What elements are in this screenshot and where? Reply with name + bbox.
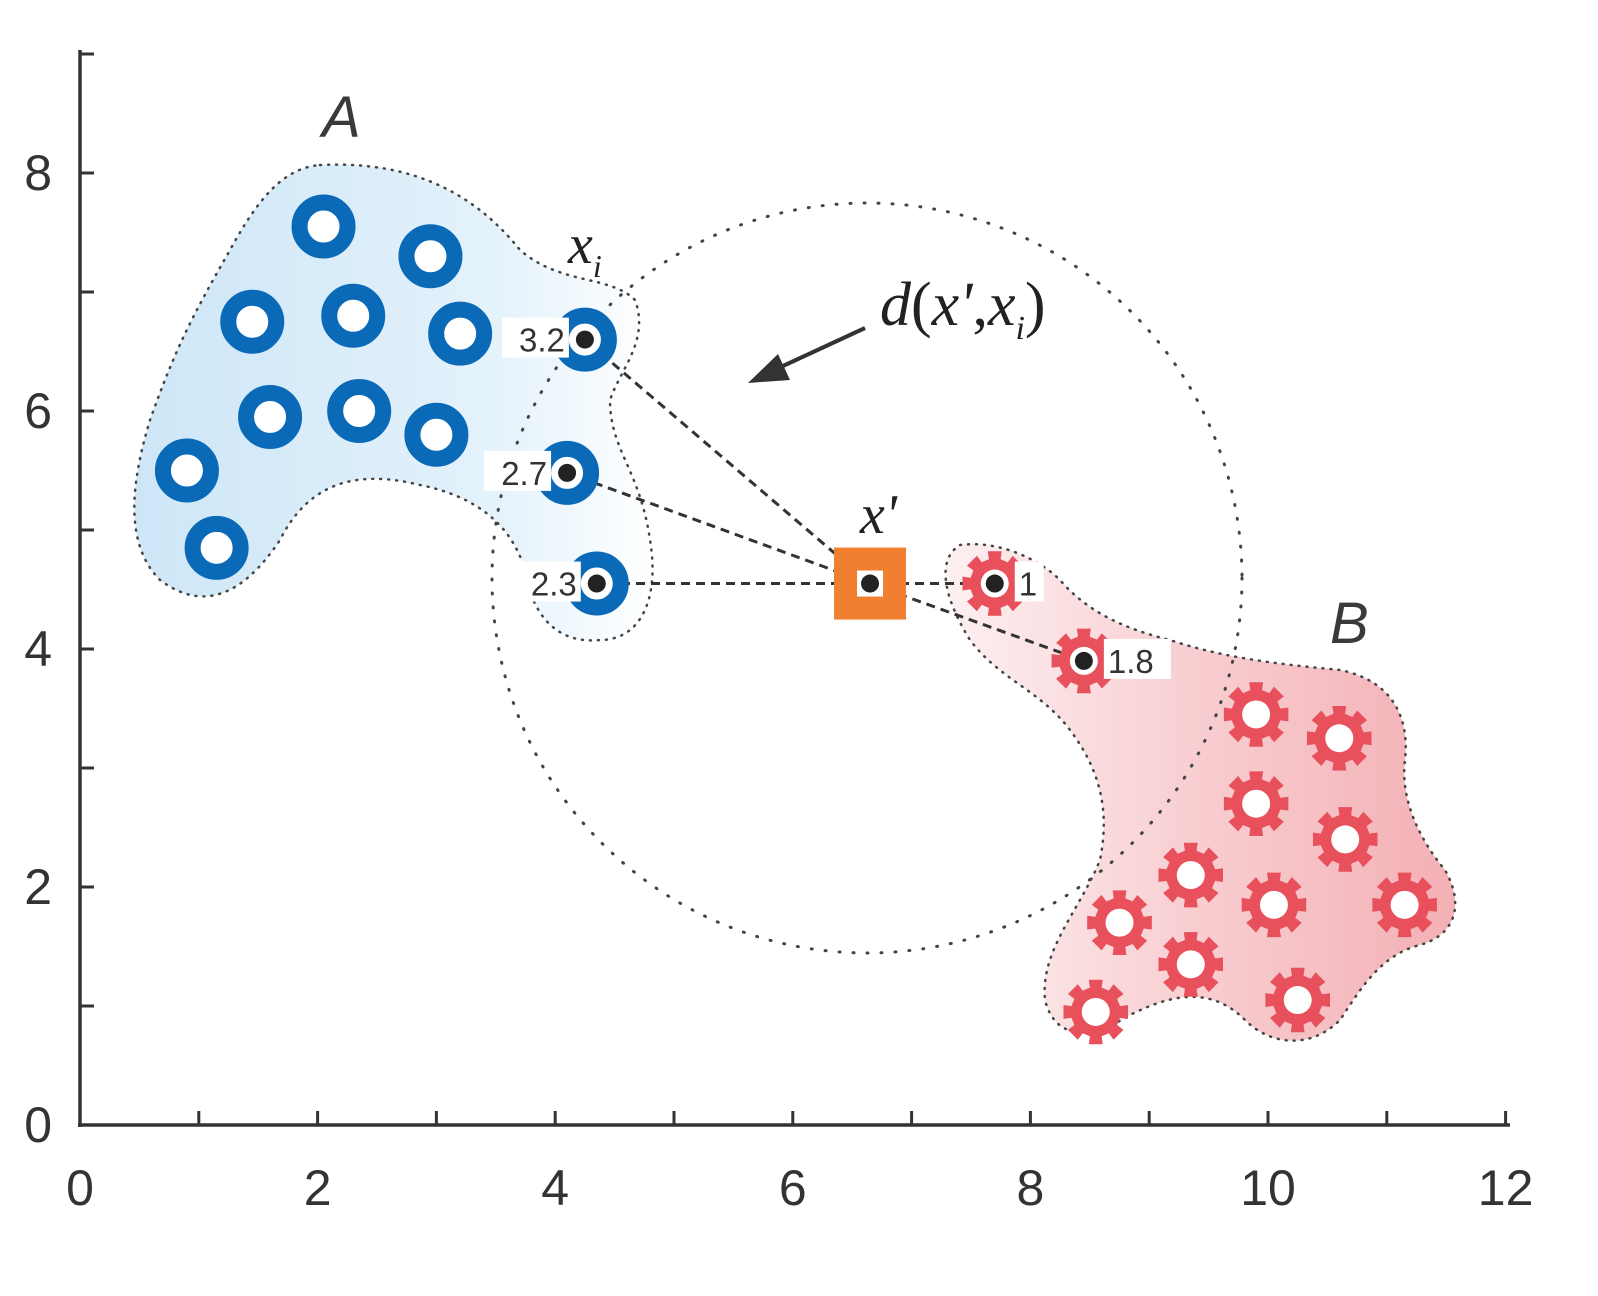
ring-icon — [238, 384, 303, 449]
gear-icon — [1063, 979, 1128, 1045]
distance-line — [583, 338, 871, 585]
arrow-icon — [748, 326, 866, 383]
ring-icon — [321, 283, 386, 348]
distance-function-label: d(x',xi) — [880, 271, 1046, 347]
gear-icon — [1223, 682, 1289, 747]
gear-icon — [1313, 807, 1378, 872]
ring-icon — [404, 402, 469, 467]
y-tick-label: 2 — [24, 859, 52, 915]
y-tick-label: 0 — [24, 1097, 52, 1153]
x-tick-label: 10 — [1240, 1160, 1296, 1216]
ring-icon — [428, 301, 493, 366]
gear-icon — [1241, 872, 1307, 938]
gear-icon — [1372, 872, 1437, 938]
distance-label-bg — [1014, 561, 1044, 602]
distance-label-bg — [484, 450, 552, 491]
x-tick-label: 12 — [1478, 1160, 1534, 1216]
distance-d: d — [880, 271, 912, 339]
x-tick-label: 4 — [541, 1160, 569, 1216]
cluster-label-b: B — [1330, 591, 1369, 656]
gear-icon — [1158, 842, 1223, 908]
distance-close-paren: ) — [1025, 271, 1046, 339]
neighborhood-circle — [490, 201, 1244, 955]
query-label: x' — [859, 484, 898, 546]
neighbor-label: xi — [567, 214, 602, 284]
ring-icon — [220, 289, 285, 354]
x-tick-label: 6 — [779, 1160, 807, 1216]
ring-icon — [291, 194, 356, 259]
neighbor-label-base: x — [567, 214, 593, 276]
gear-icon — [1158, 932, 1223, 997]
distance-value-label: 2.3 — [531, 566, 577, 603]
axes: 0 2 4 6 8 10 12 0 2 4 6 8 — [24, 50, 1533, 1216]
cluster-label-a: A — [319, 85, 361, 150]
neighbor-label-sub: i — [593, 248, 602, 284]
distance-label-bg — [501, 317, 569, 358]
distance-comma: , — [972, 271, 988, 339]
neighbor-dot — [575, 330, 594, 349]
neighbor-dots: 3.2 2.7 2.3 1 1.8 — [484, 317, 1171, 680]
distance-label-bg — [513, 561, 581, 602]
ring-icon — [398, 224, 463, 289]
x-ticks: 0 2 4 6 8 10 12 — [66, 1111, 1533, 1216]
class-b-points — [962, 551, 1437, 1045]
y-ticks: 0 2 4 6 8 — [24, 52, 94, 1153]
distance-value-label: 2.7 — [501, 455, 547, 492]
ring-icon — [184, 515, 249, 580]
gear-icon — [1307, 706, 1372, 771]
distance-value-label: 1.8 — [1108, 643, 1154, 680]
neighbor-dot — [587, 574, 606, 593]
distance-label-bg — [1103, 638, 1171, 679]
distance-value-label: 1 — [1019, 566, 1037, 603]
x-tick-label: 8 — [1016, 1160, 1044, 1216]
distance-open-paren: ( — [911, 271, 932, 339]
distance-value-label: 3.2 — [519, 322, 565, 359]
distance-xprime: x' — [931, 271, 975, 339]
neighbor-dot — [985, 574, 1004, 593]
y-tick-label: 8 — [24, 145, 52, 201]
query-marker — [834, 547, 907, 620]
x-tick-label: 0 — [66, 1160, 94, 1216]
gear-icon — [1223, 771, 1289, 836]
y-tick-label: 4 — [24, 621, 52, 677]
gear-icon — [1087, 890, 1152, 955]
x-tick-label: 2 — [304, 1160, 332, 1216]
neighbor-dot — [558, 463, 577, 482]
ring-icon — [327, 379, 392, 443]
gear-icon — [1265, 967, 1330, 1033]
distance-sub: i — [1015, 310, 1024, 347]
y-tick-label: 6 — [24, 383, 52, 439]
neighbor-dot — [1074, 651, 1093, 670]
ring-icon — [154, 438, 219, 503]
distance-x: x — [987, 271, 1016, 339]
distance-line — [566, 471, 871, 585]
query-dot — [861, 574, 880, 593]
